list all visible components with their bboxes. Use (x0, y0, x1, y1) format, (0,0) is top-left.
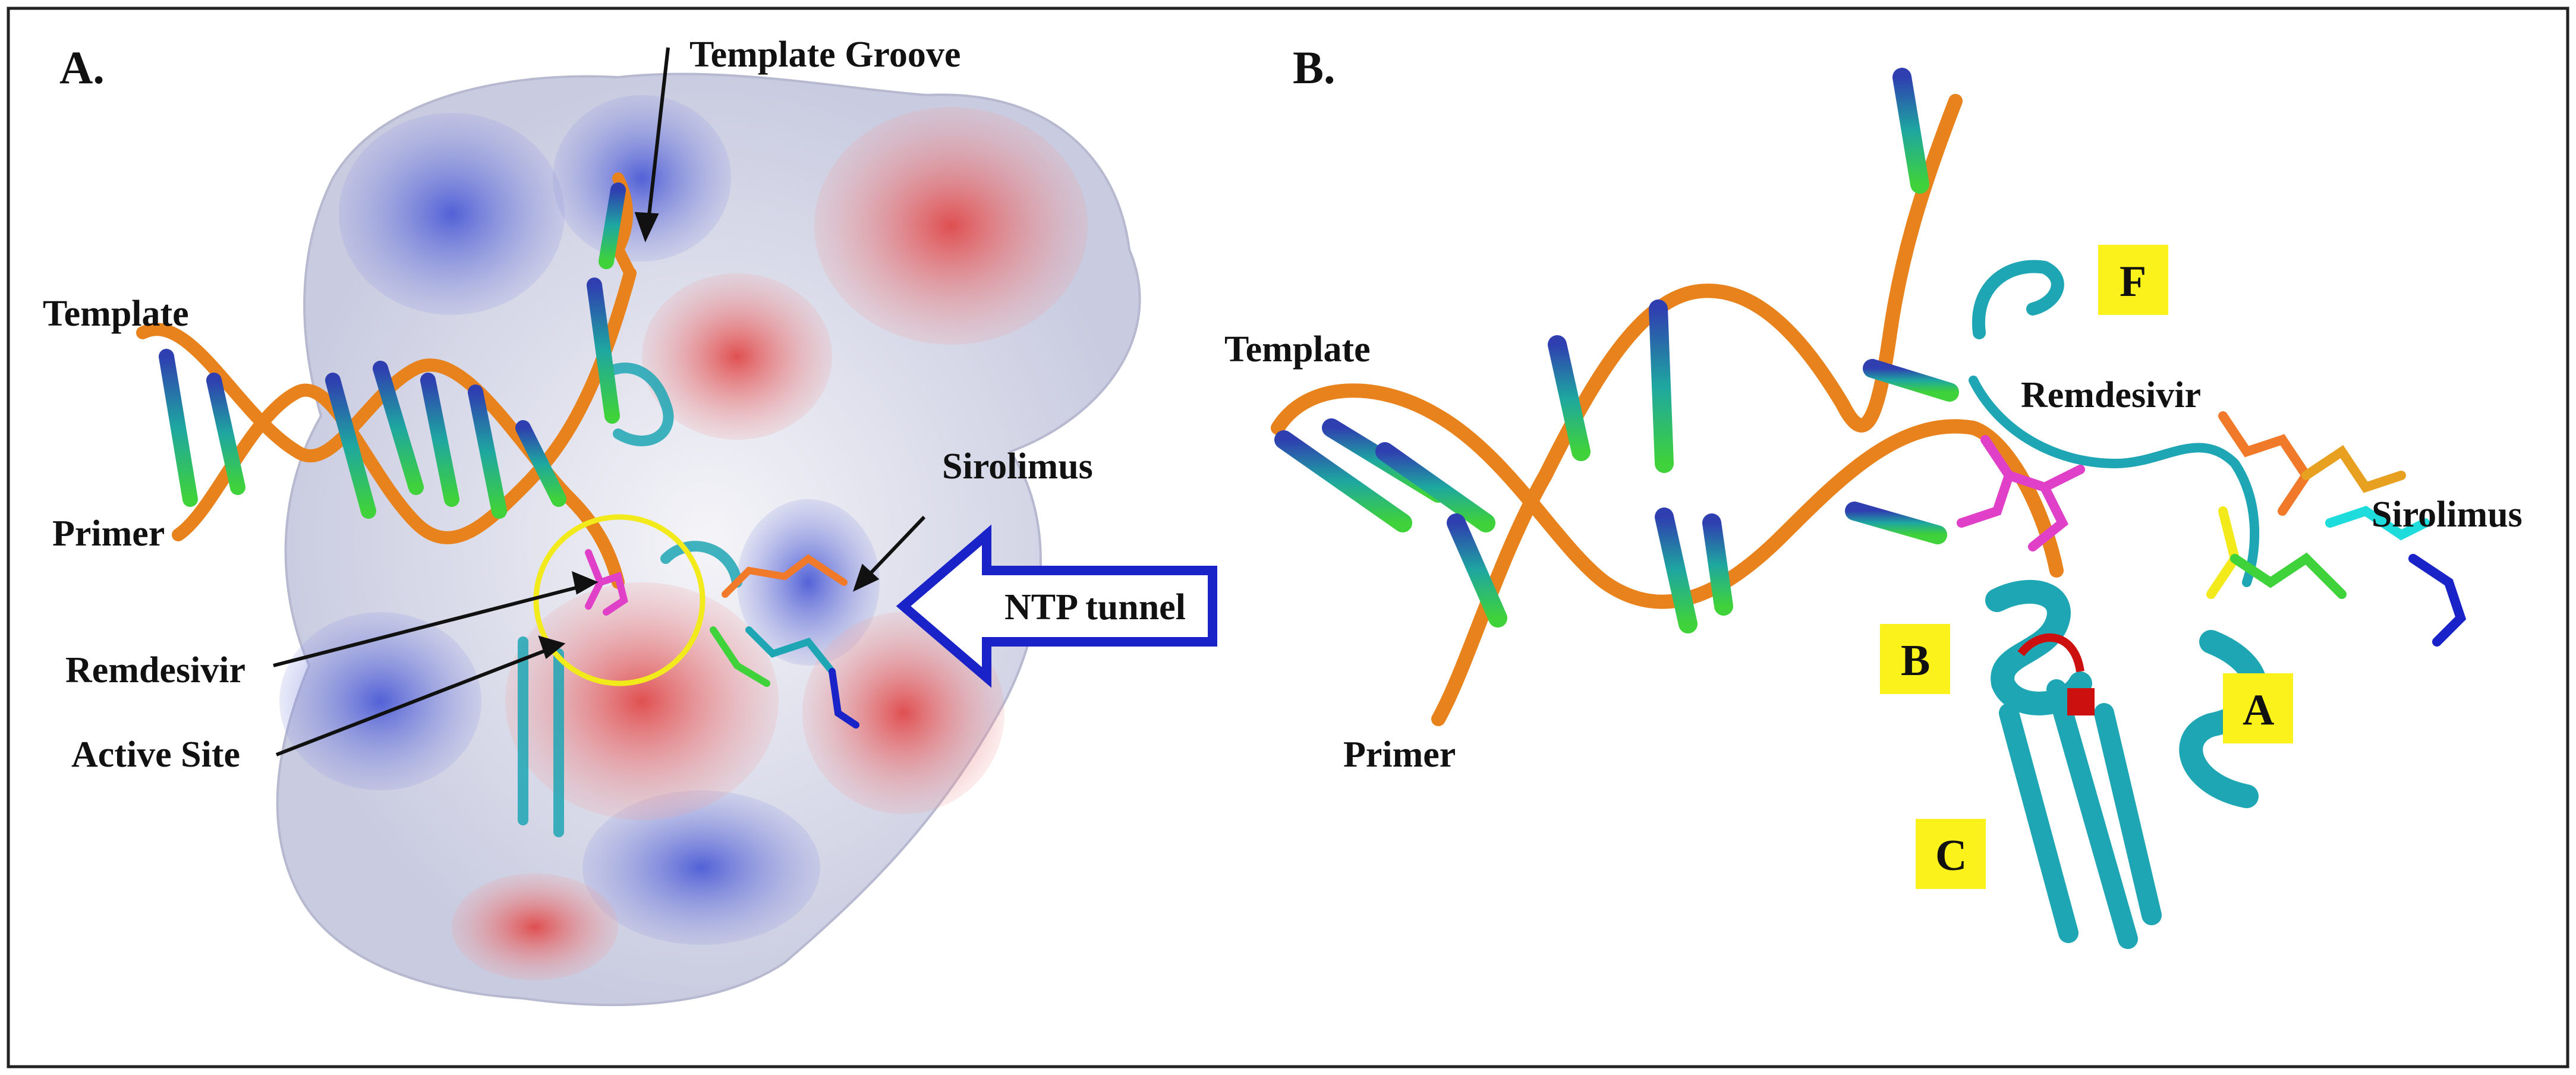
sirolimus-arrowhead (852, 563, 880, 592)
motif-c-label: C (1935, 831, 1967, 880)
rna-duplex-b (1271, 68, 2064, 726)
ntp-tunnel-label: NTP tunnel (1004, 587, 1186, 628)
active-site-label-a: Active Site (71, 734, 240, 775)
surface-negative-patch (452, 874, 618, 981)
active-site-arrowhead (538, 635, 566, 660)
surface-negative-patch (802, 612, 1004, 814)
sirolimus-label-b: Sirolimus (2372, 494, 2523, 535)
remdesivir-label-a: Remdesivir (65, 650, 245, 691)
motif-c-box (1916, 819, 1986, 889)
motif-a-helix (2179, 630, 2268, 808)
panel-a: A. Template Groove Template Primer Sirol… (43, 34, 1217, 1007)
motif-a-label: A (2243, 686, 2274, 734)
remdesivir-sticks-a (585, 549, 628, 616)
template-groove-label: Template Groove (689, 34, 961, 75)
motif-a-box (2223, 673, 2293, 743)
surface-negative-patch (505, 582, 779, 820)
motif-boxes (1880, 245, 2293, 889)
primer-label-a: Primer (52, 513, 165, 554)
surface-positive-patch (737, 499, 880, 666)
rna-bases-a (159, 182, 626, 519)
annotation-arrows-a (273, 47, 926, 756)
template-groove-arrowhead (634, 212, 659, 242)
active-site-marker-b (2067, 688, 2095, 715)
active-site-arrow (275, 646, 554, 756)
template-groove-arrow (646, 47, 670, 226)
remdesivir-label-b: Remdesivir (2021, 375, 2201, 415)
template-label-b: Template (1224, 329, 1371, 370)
rna-backbone-primer (172, 267, 637, 544)
panel-a-label: A. (59, 42, 105, 93)
active-site-circle (533, 514, 706, 686)
panel-b: B. Template Primer Remdesivir Sirolimus … (1224, 42, 2523, 949)
motif-b-label: B (1901, 636, 1930, 685)
surface-negative-patch (814, 107, 1088, 345)
surface-negative-patch (642, 273, 832, 440)
sirolimus-sticks-a (710, 554, 859, 729)
motif-b-box (1880, 624, 1950, 694)
rna-duplex-a (136, 172, 637, 589)
primer-label-b: Primer (1343, 734, 1456, 775)
motif-f-box (2098, 245, 2168, 315)
active-site-loop-b (2017, 633, 2084, 673)
protein-cartoon-a (518, 362, 742, 837)
motif-c-strands (1999, 679, 2162, 949)
rna-backbone-primer-b (1431, 94, 1963, 726)
ntp-tunnel-arrow (896, 524, 1217, 688)
sirolimus-arrow (860, 515, 926, 584)
remdesivir-sticks-b (1957, 435, 2085, 551)
rna-bases-b (1274, 68, 1959, 633)
surface-positive-patch (553, 95, 731, 261)
motif-f-label: F (2120, 257, 2146, 306)
panel-b-label: B. (1293, 42, 1336, 93)
remdesivir-arrow (273, 584, 586, 667)
surface-positive-patch (279, 612, 481, 790)
surface-positive-patch (582, 790, 820, 945)
sirolimus-sticks-b (2206, 411, 2467, 647)
rna-backbone-template (136, 323, 625, 589)
motif-f-loop (1972, 260, 2064, 339)
template-label-a: Template (43, 294, 189, 334)
remdesivir-arrowhead (571, 571, 599, 595)
surface-positive-patch (339, 113, 565, 315)
sirolimus-label-a: Sirolimus (942, 446, 1093, 487)
protein-surface (276, 72, 1141, 1007)
loop-to-remdesivir (1969, 376, 2260, 587)
